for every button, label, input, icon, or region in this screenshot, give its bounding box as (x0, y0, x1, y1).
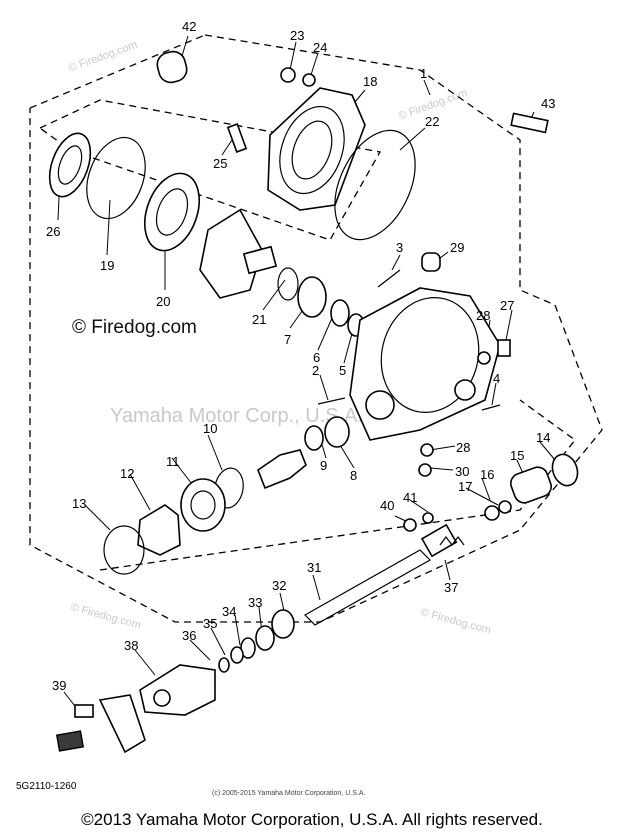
bearing-11 (180, 478, 226, 532)
ring-35 (230, 646, 244, 664)
callout-19: 19 (100, 258, 114, 273)
callout-36: 36 (182, 628, 196, 643)
copyright-footer: ©2013 Yamaha Motor Corporation, U.S.A. A… (81, 810, 543, 829)
callout-39: 39 (52, 678, 66, 693)
callout-6: 6 (313, 350, 320, 365)
callout-26: 26 (46, 224, 60, 239)
washer-16 (498, 500, 512, 514)
tag-arrow (55, 730, 85, 752)
circlip-21 (277, 267, 299, 301)
nut-23 (280, 67, 296, 83)
bearing-7 (297, 276, 327, 318)
bolt-27 (497, 339, 511, 357)
callout-38: 38 (124, 638, 138, 653)
callout-13: 13 (72, 496, 86, 511)
callout-17: 17 (458, 479, 472, 494)
callout-22: 22 (425, 114, 439, 129)
watermark-firedog-bottom-left: © Firedog.com (69, 601, 142, 631)
stud-2 (317, 397, 346, 405)
universal-joint-yoke-38 (139, 664, 216, 716)
callout-28-lower: 28 (456, 440, 470, 455)
callout-29: 29 (450, 240, 464, 255)
callout-30: 30 (455, 464, 469, 479)
o-ring-22 (334, 129, 416, 241)
callout-18: 18 (363, 74, 377, 89)
callout-7: 7 (284, 332, 291, 347)
bearing-20 (144, 172, 200, 252)
callout-11: 11 (166, 454, 180, 469)
nut-40 (403, 518, 417, 532)
callout-4: 4 (493, 371, 500, 386)
nut-17 (484, 505, 500, 521)
boot-15 (510, 466, 552, 504)
bearing-housing-18 (267, 87, 366, 211)
stud-4 (481, 404, 501, 411)
seal-26 (48, 132, 92, 198)
callout-34: 34 (222, 604, 236, 619)
callout-31: 31 (307, 560, 321, 575)
callout-21: 21 (252, 312, 266, 327)
plug-30 (418, 463, 432, 477)
callout-25: 25 (213, 156, 227, 171)
o-ring-19 (86, 136, 146, 220)
drive-shaft-31 (304, 549, 431, 626)
callout-32: 32 (272, 578, 286, 593)
plate-43 (510, 112, 549, 134)
washer-28b (420, 443, 434, 457)
callout-3: 3 (396, 240, 403, 255)
shim-6 (330, 299, 350, 327)
bolt-25 (226, 123, 248, 153)
seal-32 (271, 609, 295, 639)
callout-14: 14 (536, 430, 550, 445)
callout-35: 35 (203, 616, 217, 631)
sleeve-42 (156, 50, 188, 84)
callout-12: 12 (120, 466, 134, 481)
callout-24: 24 (313, 40, 327, 55)
nut-36 (218, 657, 230, 673)
callout-23: 23 (290, 28, 304, 43)
callout-numbers: 42 23 24 18 1 43 22 25 26 19 20 3 29 21 … (46, 19, 555, 693)
o-ring-13 (103, 525, 145, 575)
callout-41: 41 (403, 490, 417, 505)
callout-37: 37 (444, 580, 458, 595)
diagram-code-label: 5G2110-1260 (16, 781, 77, 792)
callout-20: 20 (156, 294, 170, 309)
callout-5: 5 (339, 363, 346, 378)
watermark-yamaha: Yamaha Motor Corp., U.S.A. (110, 405, 363, 427)
watermark-firedog-top-left: © Firedog.com (67, 39, 139, 75)
small-copyright-notice: (c) 2005-2015 Yamaha Motor Corporation, … (212, 790, 366, 797)
callout-33: 33 (248, 595, 262, 610)
callout-28-upper: 28 (476, 308, 490, 323)
callout-42: 42 (182, 19, 196, 34)
callout-16: 16 (480, 467, 494, 482)
cap-29 (421, 252, 441, 272)
parts (48, 50, 579, 754)
shim-9 (304, 425, 324, 451)
washer-24 (302, 73, 316, 87)
callout-43: 43 (541, 96, 555, 111)
seal-14 (551, 453, 579, 487)
spring-37 (439, 536, 465, 546)
callout-15: 15 (510, 448, 524, 463)
bearing-holder-12 (137, 504, 181, 556)
callout-1: 1 (420, 66, 427, 81)
callout-40: 40 (380, 498, 394, 513)
bolt-39 (74, 704, 94, 718)
washer-33 (255, 625, 275, 651)
callout-8: 8 (350, 468, 357, 483)
watermark-firedog-center: © Firedog.com (72, 317, 197, 338)
watermark-firedog-bottom-right: © Firedog.com (419, 606, 492, 636)
callout-10: 10 (203, 421, 217, 436)
callout-9: 9 (320, 458, 327, 473)
ring-gear (199, 208, 263, 299)
pinion-gear (257, 449, 307, 490)
bearing-8 (324, 416, 350, 448)
callout-27: 27 (500, 298, 514, 313)
callout-2: 2 (312, 363, 319, 378)
bracket (98, 694, 146, 754)
washer-28 (477, 351, 491, 365)
washer-41 (422, 512, 434, 524)
